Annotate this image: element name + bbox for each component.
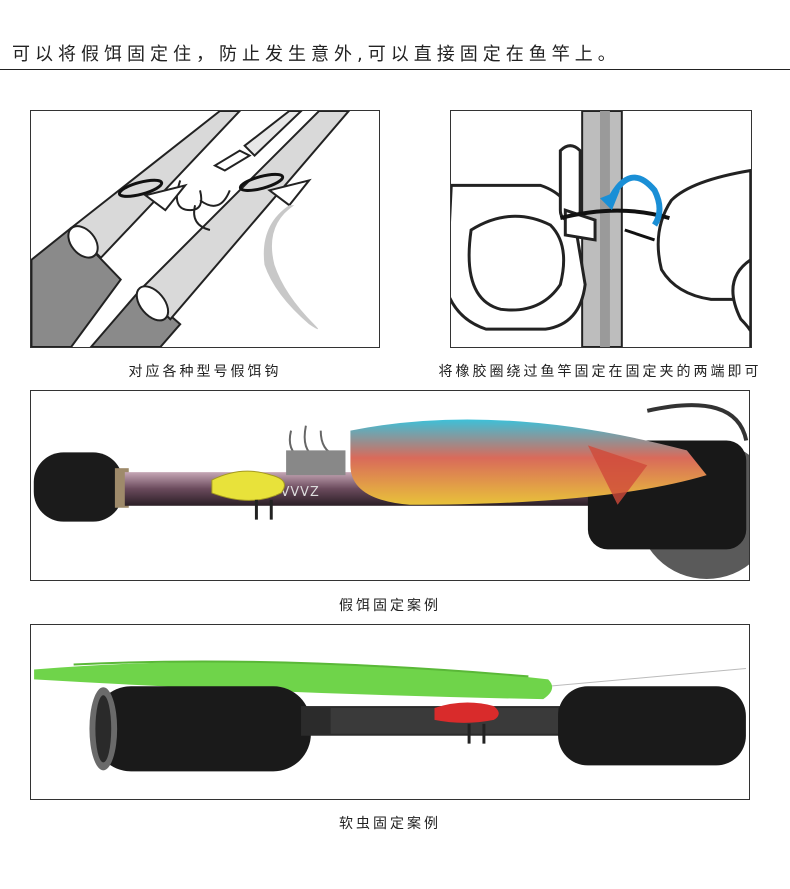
headline-divider xyxy=(0,69,790,70)
rubber-band-wrap-illustration xyxy=(451,111,751,347)
caption-lure-example: 假饵固定案例 xyxy=(339,598,441,614)
panel-rubber-band-instruction xyxy=(450,110,752,348)
panel-soft-bait-example xyxy=(30,624,750,800)
lure-on-rod-photo: VVVVVVVVZ xyxy=(33,403,749,579)
headline: 可以将假饵固定住，防止发生意外,可以直接固定在鱼竿上。 xyxy=(12,44,621,65)
caption-rubber-band-instruction: 将橡胶圈绕过鱼竿固定在固定夹的两端即可 xyxy=(438,364,762,380)
panel-lure-example: VVVVVVVVZ xyxy=(30,390,750,581)
caption-soft-bait-example: 软虫固定案例 xyxy=(339,816,441,832)
panel-hook-compatibility xyxy=(30,110,380,348)
caption-hook-compatibility: 对应各种型号假饵钩 xyxy=(128,364,282,380)
soft-worm-on-rod-photo xyxy=(34,660,746,772)
hooks-on-rods-illustration xyxy=(31,111,351,347)
